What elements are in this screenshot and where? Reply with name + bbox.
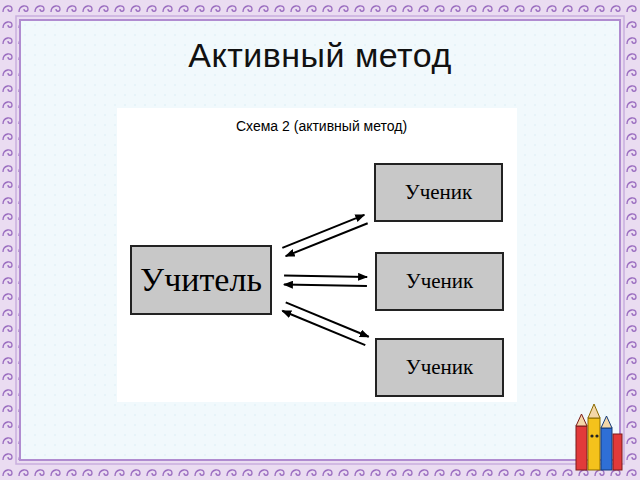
pencils — [576, 404, 622, 470]
arrow-connector — [282, 311, 365, 345]
student-box: Ученик — [374, 163, 503, 222]
arrow-connector — [282, 215, 364, 248]
slide-title: Активный метод — [0, 36, 640, 75]
teacher-box: Учитель — [130, 245, 272, 315]
box-label: Ученик — [405, 180, 472, 205]
box-label: Учитель — [140, 261, 262, 299]
student-box: Ученик — [375, 252, 504, 311]
arrow-connector — [284, 284, 367, 286]
arrow-connector — [286, 302, 369, 336]
box-label: Ученик — [406, 269, 473, 294]
box-label: Ученик — [406, 355, 473, 380]
student-box: Ученик — [375, 338, 504, 397]
arrow-connector — [286, 223, 368, 256]
scheme-caption: Схема 2 (активный метод) — [236, 118, 407, 134]
arrow-connector — [284, 276, 367, 278]
